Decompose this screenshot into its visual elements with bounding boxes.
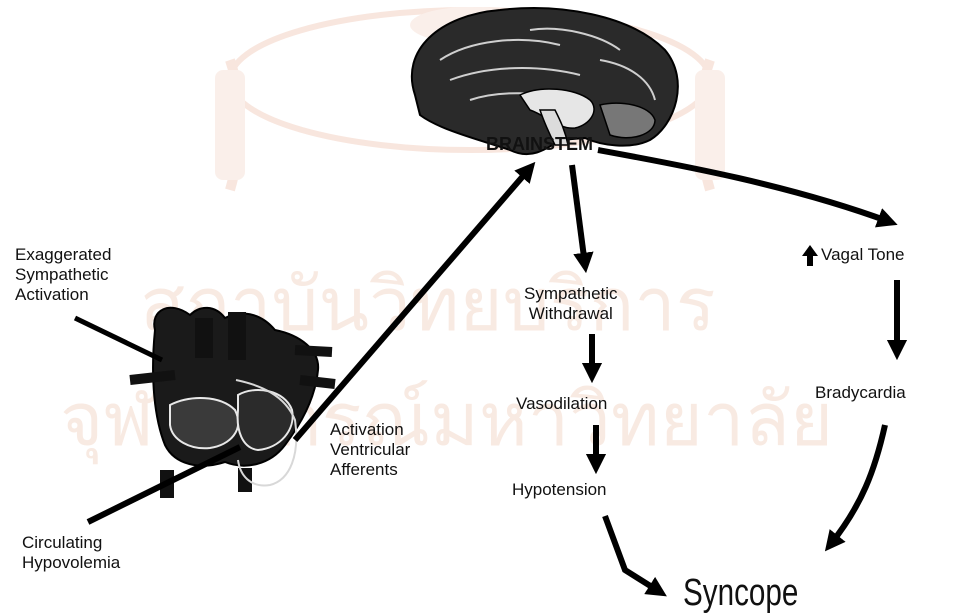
heart-icon [130,308,335,498]
arrow-brainstem-to-withdrawal [572,165,585,265]
vagal-tone-label: Vagal Tone [821,245,905,265]
arrow-hypotension-to-syncope [605,516,660,592]
vasodilation-label: Vasodilation [516,394,607,414]
brain-icon [412,8,678,154]
arrow-exaggerated-to-heart [75,318,162,360]
hypotension-label: Hypotension [512,480,607,500]
bradycardia-label: Bradycardia [815,383,906,403]
syncope-label: Syncope [683,572,798,614]
arrow-hypovolemia-to-heart [88,447,240,522]
arrow-brainstem-to-vagal [598,150,890,222]
up-arrow-icon [802,245,818,266]
arrow-bradycardia-to-syncope [830,425,885,545]
sympathetic-withdrawal-label: Sympathetic Withdrawal [524,284,618,324]
activation-ventricular-afferents-label: Activation Ventricular Afferents [330,420,410,480]
brainstem-label: BRAINSTEM [486,134,593,154]
arrow-heart-to-brainstem [295,168,530,440]
exaggerated-sympathetic-label: Exaggerated Sympathetic Activation [15,245,111,305]
circulating-hypovolemia-label: Circulating Hypovolemia [22,533,120,573]
